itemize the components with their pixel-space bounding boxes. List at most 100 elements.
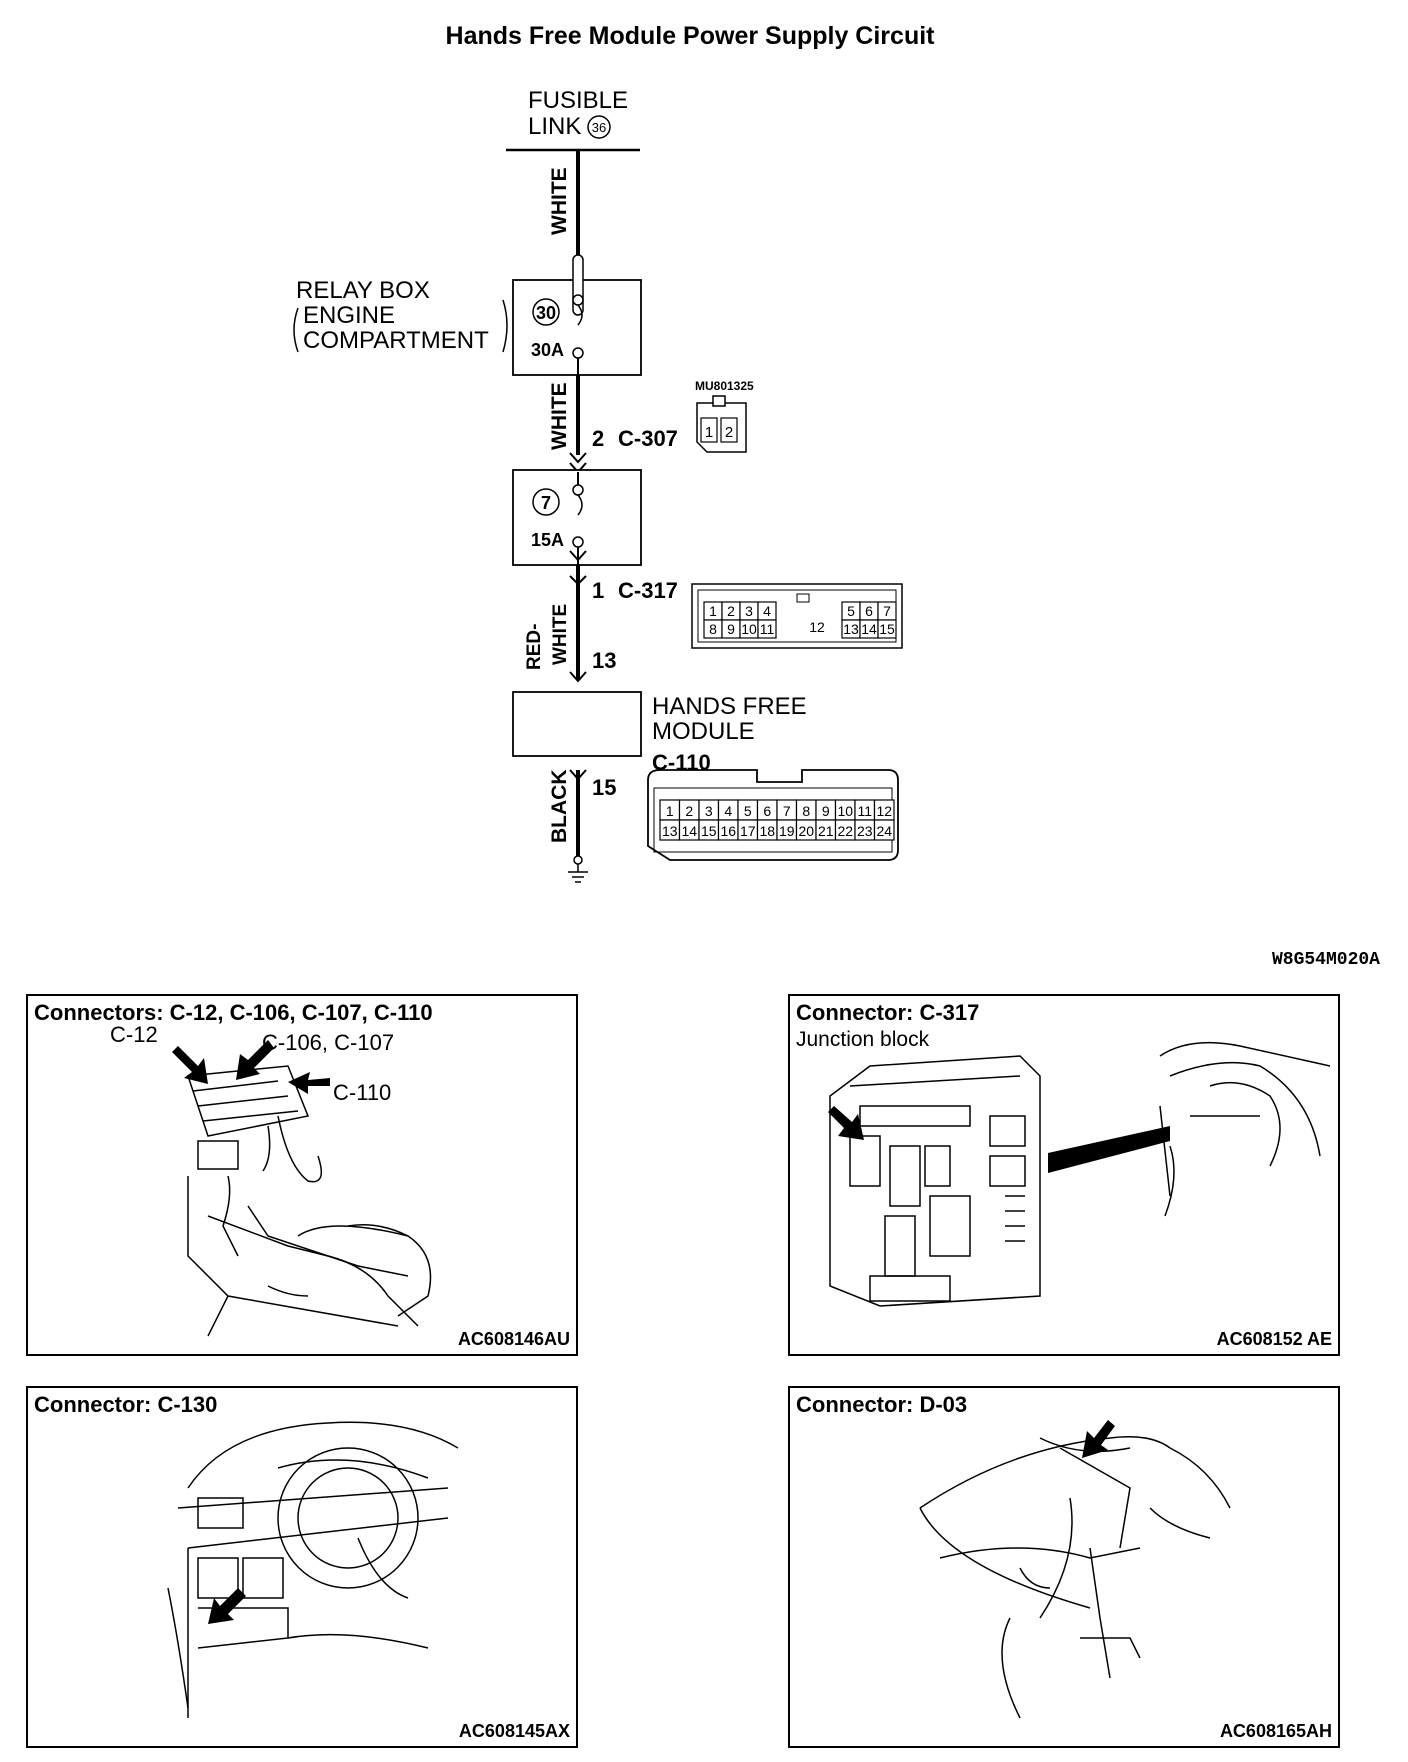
c317-pin-9: 9 [727, 621, 735, 637]
wire-color-red: RED- [524, 624, 545, 670]
c110-pin-16: 16 [720, 823, 736, 839]
mu-code: MU801325 [695, 379, 754, 393]
arrows [172, 1040, 330, 1094]
c317-pin-15: 15 [879, 621, 895, 637]
c317-pin: 1 [592, 578, 604, 603]
fusible-link-circle [587, 115, 611, 139]
door-harness-illustration [919, 1420, 1231, 1719]
c110-pin-4: 4 [724, 803, 732, 819]
c317-pin-6: 6 [865, 603, 873, 619]
c317-pin-3: 3 [745, 603, 753, 619]
arrow-c110-icon [288, 1072, 330, 1094]
c110-pin-18: 18 [759, 823, 775, 839]
c110-pin-6: 6 [763, 803, 771, 819]
panel-connectors-c12-c106-c107-c110: Connectors: C-12, C-106, C-107, C-110 C-… [26, 994, 578, 1356]
pointer-wedge [1048, 1126, 1170, 1173]
c317-pin-10: 10 [741, 621, 757, 637]
panel-title: Connector: C-317 [796, 1000, 980, 1025]
fusible-link-number: 36 [592, 120, 606, 135]
c317-pin-7: 7 [883, 603, 891, 619]
arrow-c12-icon [172, 1046, 208, 1084]
label-c110: C-110 [333, 1080, 392, 1105]
panel-code: AC608146AU [457, 1329, 570, 1349]
mu-pin-2: 2 [725, 424, 733, 441]
c307-pin: 2 [592, 426, 604, 451]
c110-pin-2: 2 [685, 803, 693, 819]
label-c106-c107: C-106, C-107 [262, 1030, 395, 1055]
c110-pin: 15 [592, 775, 616, 800]
wire-color-black: BLACK [548, 770, 571, 844]
fusible-link-label: FUSIBLE [528, 87, 628, 114]
c317-pin-11: 11 [760, 621, 775, 637]
c317-pin-15-cell [877, 619, 897, 639]
fuse-7-amp: 15A [531, 530, 564, 550]
c110-pin-20: 20 [798, 823, 814, 839]
c110-pin-19: 19 [779, 823, 795, 839]
arrow-c130-icon [208, 1588, 246, 1624]
c110-pin-22: 22 [837, 823, 853, 839]
fuse-30-number: 30 [536, 303, 556, 323]
wire-color-white-mid: WHITE [548, 382, 571, 450]
c110-pin-15: 15 [701, 823, 717, 839]
fusible-link-label-2: LINK [528, 113, 581, 140]
relay-box-label-3: COMPARTMENT [303, 327, 489, 354]
label-c12: C-12 [110, 1022, 158, 1047]
diagram-reference-code: W8G54M020A [1271, 950, 1380, 970]
c317-pin-1: 1 [709, 603, 717, 619]
panel-title: Connectors: C-12, C-106, C-107, C-110 [34, 1000, 433, 1025]
c317-label: C-317 [618, 578, 678, 603]
c307-label: C-307 [618, 426, 678, 451]
c317-pin-5: 5 [847, 603, 855, 619]
c110-pin-12: 12 [876, 803, 892, 819]
c317-pin-4: 4 [763, 603, 771, 619]
c317-pin-13: 13 [843, 621, 859, 637]
arrow-c106-icon [236, 1040, 274, 1080]
arrow-junction-icon [828, 1106, 864, 1140]
c110-pin-5: 5 [744, 803, 752, 819]
module-label-2: MODULE [652, 718, 755, 745]
wire-color-white-top: WHITE [548, 167, 571, 235]
fuse-7-number: 7 [541, 493, 551, 513]
panel-subtitle: Junction block [796, 1028, 930, 1051]
fuse-30-amp: 30A [531, 340, 564, 360]
c110-pin-11: 11 [857, 803, 872, 819]
relay-box-label-2: ENGINE [303, 302, 395, 329]
c110-pin-10: 10 [837, 803, 853, 819]
module-input-pin: 13 [592, 648, 616, 673]
c110-pin-3: 3 [705, 803, 713, 819]
page-title: Hands Free Module Power Supply Circuit [445, 22, 935, 50]
c110-pin-14: 14 [681, 823, 697, 839]
panel-code: AC608152 AE [1216, 1329, 1332, 1349]
mu-pin-1: 1 [705, 424, 713, 441]
c110-pin-23: 23 [857, 823, 873, 839]
panel-connector-d03: Connector: D-03 AC608165AH [788, 1386, 1340, 1748]
panel-title: Connector: D-03 [796, 1392, 968, 1417]
arrow-d03-icon [1082, 1420, 1115, 1458]
c110-pin-21: 21 [818, 823, 834, 839]
c317-pin-2: 2 [727, 603, 735, 619]
c110-pin-7: 7 [783, 803, 791, 819]
panel-connector-c317: Connector: C-317 Junction block AC608152… [788, 994, 1340, 1356]
panel-code: AC608165AH [1219, 1721, 1332, 1741]
c110-pin-17: 17 [740, 823, 756, 839]
c110-pin-8: 8 [802, 803, 810, 819]
dashboard-illustration [167, 1421, 459, 1718]
ground-icon [568, 864, 588, 883]
module-label: HANDS FREE [652, 693, 807, 720]
c110-pin-24-cell [873, 819, 895, 841]
wiring-diagram: FUSIBLE LINK 36 WHITE 30 30A RELAY BOX E… [293, 87, 903, 883]
c317-pin-8: 8 [709, 621, 717, 637]
c110-pin-1: 1 [666, 803, 674, 819]
c110-pin-24: 24 [876, 823, 892, 839]
hands-free-module-box [512, 691, 642, 757]
fuse-number-circle [532, 298, 560, 326]
c110-pin-13: 13 [662, 823, 678, 839]
panel-title: Connector: C-130 [34, 1392, 218, 1417]
relay-box-label: RELAY BOX [296, 277, 430, 304]
c317-pin-12: 12 [809, 619, 825, 635]
wire-color-white: WHITE [550, 604, 571, 665]
c110-pin-9: 9 [822, 803, 830, 819]
panel-code: AC608145AX [458, 1721, 570, 1741]
c317-pin-11-cell [757, 619, 777, 639]
junction-block-illustration [828, 1041, 1331, 1307]
